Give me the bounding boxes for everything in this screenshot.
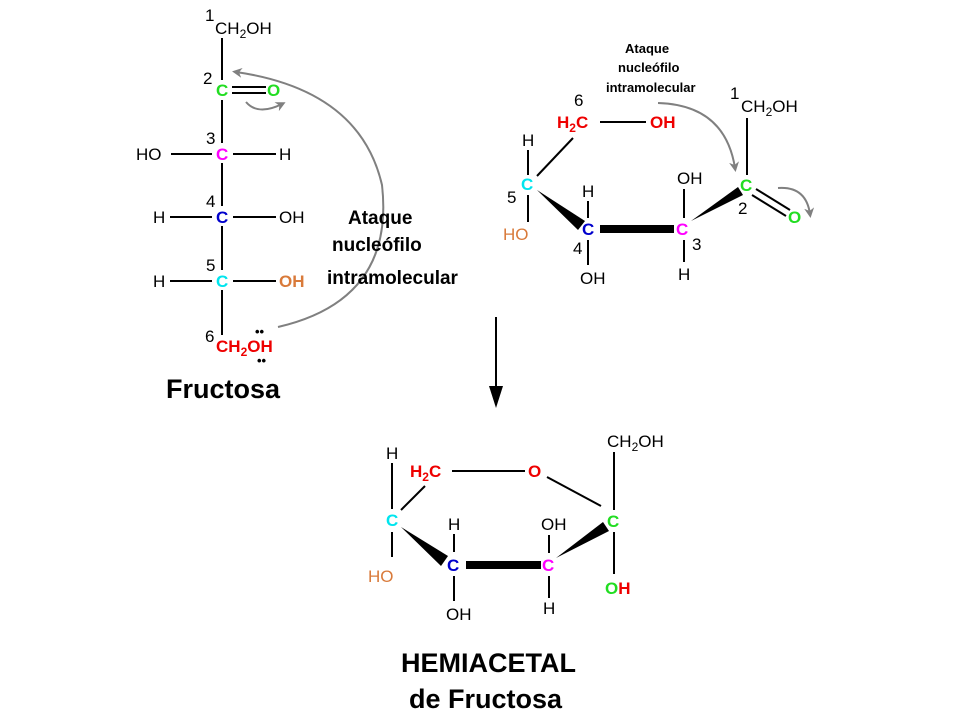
carbon-number-4: 4 <box>206 192 215 211</box>
c5-top: H <box>386 444 398 463</box>
hemiacetal-title-line1: HEMIACETAL <box>401 648 576 678</box>
nucleophilic-attack-arrow <box>232 67 385 328</box>
c3-bottom: H <box>678 265 690 284</box>
fischer-projection: 1 CH2OH 2 C O 3 HO C H 4 H C OH 5 H C OH… <box>136 6 459 404</box>
carbon-4: C <box>216 208 228 227</box>
electron-shift-arrow <box>245 101 286 112</box>
c4-bottom: OH <box>580 269 606 288</box>
carbonyl-double-bond-a <box>755 188 791 211</box>
carbon-number-3: 3 <box>206 129 215 148</box>
fructose-name: Fructosa <box>166 374 281 404</box>
c3-right: H <box>279 145 291 164</box>
carbon-5: C <box>216 272 228 291</box>
c3-left: HO <box>136 145 162 164</box>
c5-top: H <box>522 131 534 150</box>
carbonyl-oxygen: O <box>267 81 280 100</box>
c5-c6-bond <box>400 485 426 511</box>
c1-group: CH2OH <box>741 97 798 119</box>
c1-group: CH2OH <box>607 432 664 454</box>
attack-label-left-line1: Ataque <box>348 208 412 229</box>
carbon-3: C <box>676 220 688 239</box>
carbon-5: C <box>386 511 398 530</box>
carbon-number-5: 5 <box>206 256 215 275</box>
attack-label-right-line1: Ataque <box>625 41 669 56</box>
anomeric-hydroxyl: OH <box>605 579 631 598</box>
carbon-number-1: 1 <box>730 84 739 103</box>
ring-oxygen: O <box>528 462 541 481</box>
c6-group: H2C <box>557 113 588 135</box>
carbon-5: C <box>521 175 533 194</box>
c5-bottom-hydroxyl: HO <box>503 225 529 244</box>
bold-bond-c4-c3 <box>466 561 541 569</box>
attack-label-right-line2: nucleófilo <box>618 60 679 75</box>
electron-shift-arrow <box>777 186 815 218</box>
carbonyl-double-bond-b <box>751 194 787 217</box>
hemiacetal-title-line2: de Fructosa <box>409 684 563 714</box>
c3-top: OH <box>541 515 567 534</box>
carbonyl-oxygen: O <box>788 208 801 227</box>
nucleophilic-attack-arrow <box>657 102 739 172</box>
carbon-4: C <box>582 220 594 239</box>
carbon-number-3: 3 <box>692 235 701 254</box>
wedge-bond-c3-c2 <box>556 522 609 558</box>
c5-right-hydroxyl: OH <box>279 272 305 291</box>
open-ring-structure: Ataque nucleófilo intramolecular 6 H2C O… <box>503 41 815 288</box>
c1-group: CH2OH <box>215 19 272 41</box>
carbon-number-5: 5 <box>507 188 516 207</box>
c4-left: H <box>153 208 165 227</box>
carbon-number-1: 1 <box>205 6 214 25</box>
c4-top: H <box>582 182 594 201</box>
carbon-number-6: 6 <box>205 327 214 346</box>
c4-bottom: OH <box>446 605 472 624</box>
wedge-bond-c5-c4 <box>401 527 448 566</box>
carbon-3: C <box>542 556 554 575</box>
c5-bottom-hydroxyl: HO <box>368 567 394 586</box>
lone-pair-bottom: •• <box>257 353 267 368</box>
carbon-3: C <box>216 145 228 164</box>
o-c2-bond <box>546 476 602 507</box>
carbon-4: C <box>447 556 459 575</box>
bold-bond-c4-c3 <box>600 225 674 233</box>
c6-group: CH2OH <box>216 337 273 359</box>
carbon-2-anomeric: C <box>607 512 619 531</box>
reaction-arrow <box>489 317 503 408</box>
hemiacetal-structure: H C HO H2C O H C OH OH C H CH2OH C <box>368 432 664 714</box>
c4-right: OH <box>279 208 305 227</box>
c3-top: OH <box>677 169 703 188</box>
wedge-bond-c5-c4 <box>537 190 585 230</box>
c6-hydroxyl: OH <box>650 113 676 132</box>
carbon-number-2: 2 <box>203 69 212 88</box>
carbon-number-2: 2 <box>738 199 747 218</box>
carbon-number-4: 4 <box>573 239 582 258</box>
lone-pair-top: •• <box>255 324 265 339</box>
carbon-2: C <box>740 176 752 195</box>
c5-c6-bond <box>536 137 574 177</box>
c6-group: H2C <box>410 462 441 484</box>
attack-label-left-line3: intramolecular <box>327 268 459 289</box>
reaction-arrow-head <box>489 386 503 408</box>
wedge-bond-c3-c2 <box>691 187 743 221</box>
carbon-number-6: 6 <box>574 91 583 110</box>
c4-top: H <box>448 515 460 534</box>
attack-label-right-line3: intramolecular <box>606 80 696 95</box>
carbon-2: C <box>216 81 228 100</box>
c3-bottom: H <box>543 599 555 618</box>
attack-label-left-line2: nucleófilo <box>332 235 422 256</box>
c5-left: H <box>153 272 165 291</box>
